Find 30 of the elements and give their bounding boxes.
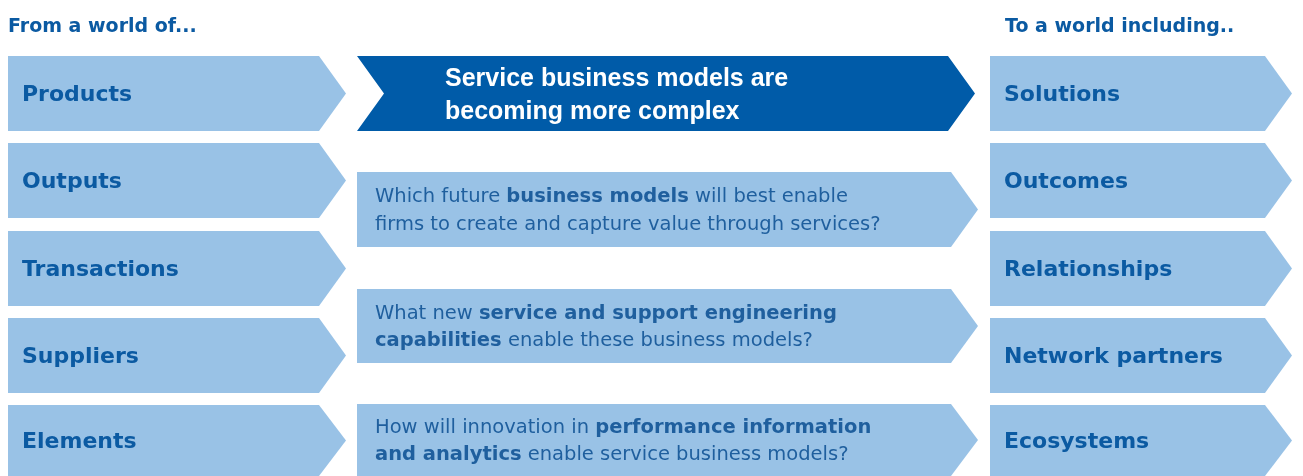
item-panel — [990, 405, 1292, 476]
question-text: How will innovation in performance information and analytics enable service business models? — [375, 413, 873, 467]
item-panel — [8, 318, 346, 393]
item-label: Outputs — [22, 167, 123, 195]
item-panel — [8, 56, 346, 131]
item-label: Network partners — [1004, 342, 1224, 370]
item-label: Elements — [22, 427, 138, 455]
item-panel — [990, 231, 1292, 306]
item-label: Ecosystems — [1004, 427, 1151, 455]
item-label: Solutions — [1004, 80, 1122, 108]
question-text: What new service and support engineering capabilities enable these business models? — [375, 299, 838, 353]
item-label: Products — [22, 80, 134, 108]
item-panel — [8, 143, 346, 218]
question-text: Which future business models will best enable firms to create and capture value through services? — [375, 183, 882, 237]
item-panel — [990, 318, 1292, 393]
column-heading: To a world including.. — [1005, 14, 1235, 36]
question-panel — [357, 289, 978, 363]
item-panel — [8, 405, 346, 476]
item-panel — [990, 143, 1292, 218]
question-panel — [357, 172, 978, 247]
item-panel — [8, 231, 346, 306]
item-label: Transactions — [22, 255, 180, 283]
column-heading: From a world of... — [8, 14, 197, 36]
item-label: Outcomes — [1004, 167, 1129, 195]
banner-text: Service business models are becoming more complex — [445, 62, 790, 126]
question-panel — [357, 404, 978, 476]
banner-panel — [357, 56, 975, 131]
item-panel — [990, 56, 1292, 131]
item-label: Relationships — [1004, 255, 1174, 283]
item-label: Suppliers — [22, 342, 140, 370]
